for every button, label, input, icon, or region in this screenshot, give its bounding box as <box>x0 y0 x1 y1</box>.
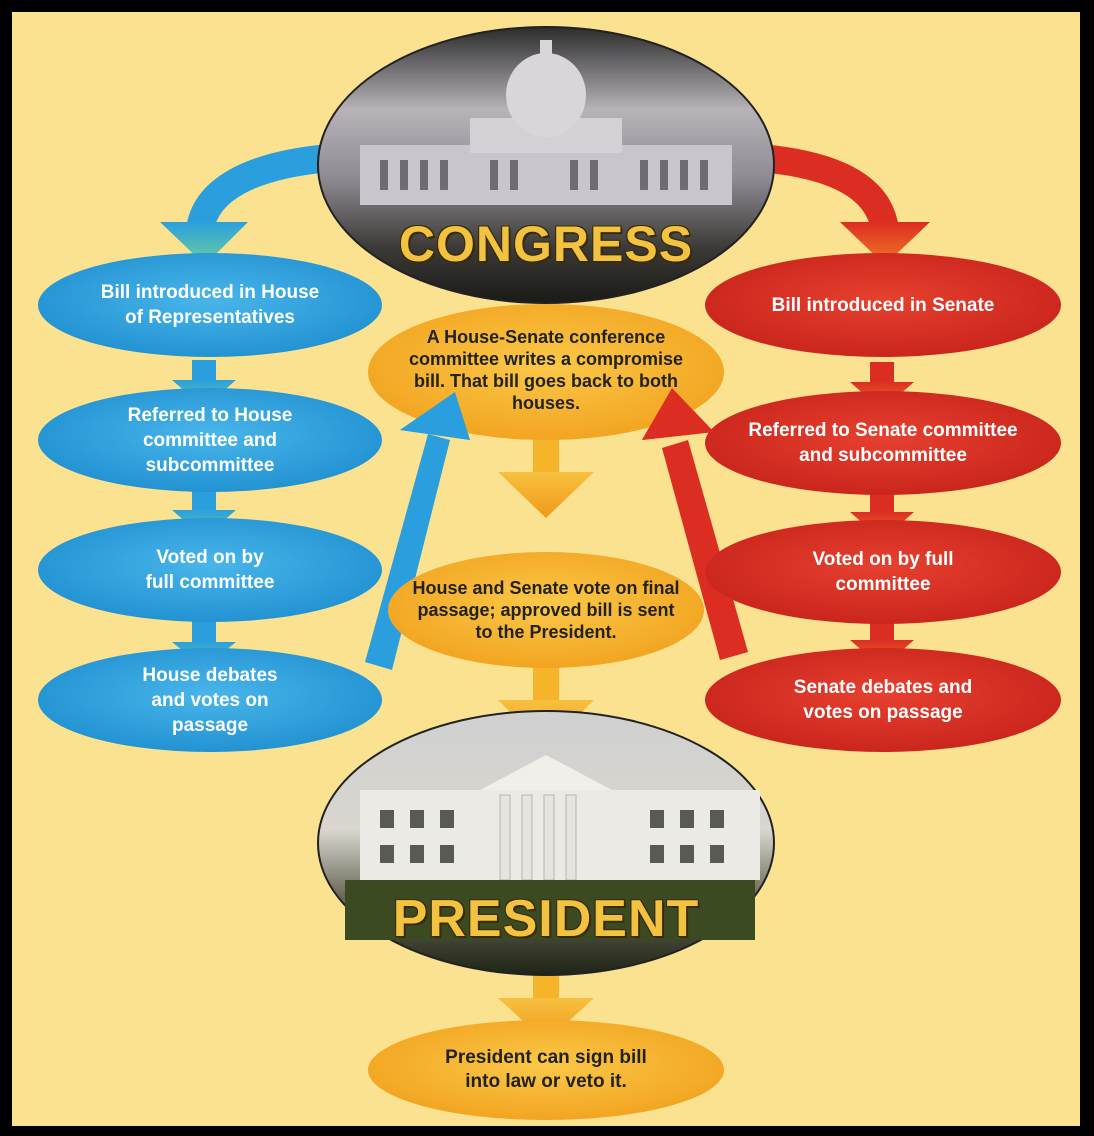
senate-oval-2 <box>705 391 1061 495</box>
final-vote-step: House and Senate vote on final passage; … <box>412 578 680 642</box>
capitol-building-icon <box>360 40 732 205</box>
senate-oval-1 <box>705 253 1061 357</box>
house-step-2: Referred to House committee and subcommi… <box>127 404 293 476</box>
house-step-4: House debates and votes on passage <box>142 664 278 736</box>
senate-step-3: Voted on by full committee <box>812 549 954 595</box>
arrow-head-to-house <box>160 222 248 265</box>
senate-step-1: Bill introduced in Senate <box>771 294 995 316</box>
diagonal-arrow-senate-to-conference <box>662 440 748 660</box>
president-action-oval <box>368 1020 724 1120</box>
president-title: PRESIDENT <box>392 890 700 948</box>
senate-step-2: Referred to Senate committee and subcomm… <box>748 420 1018 466</box>
final-vote-oval <box>388 552 704 668</box>
senate-oval-3 <box>705 520 1061 624</box>
house-step-1: Bill introduced in House of Representati… <box>100 282 320 328</box>
curved-arrow-to-senate <box>758 144 899 233</box>
arrow-head-to-senate <box>840 222 930 265</box>
diagonal-arrowhead-senate-top <box>642 388 714 440</box>
house-oval-1 <box>38 253 382 357</box>
congress-title: CONGRESS <box>398 216 694 272</box>
house-step-3: Voted on by full committee <box>145 547 275 593</box>
curved-arrow-to-house <box>186 144 332 233</box>
diagonal-arrowhead-house-top <box>400 392 470 440</box>
house-oval-4 <box>38 648 382 752</box>
conference-step: A House-Senate conference committee writ… <box>408 327 684 413</box>
diagonal-arrow-house-to-conference <box>365 434 450 670</box>
white-house-icon <box>345 755 760 940</box>
house-oval-3 <box>38 518 382 622</box>
senate-step-4: Senate debates and votes on passage <box>793 677 973 723</box>
senate-oval-4 <box>705 648 1061 752</box>
president-action-step: President can sign bill into law or veto… <box>445 1047 647 1092</box>
house-oval-2 <box>38 388 382 492</box>
